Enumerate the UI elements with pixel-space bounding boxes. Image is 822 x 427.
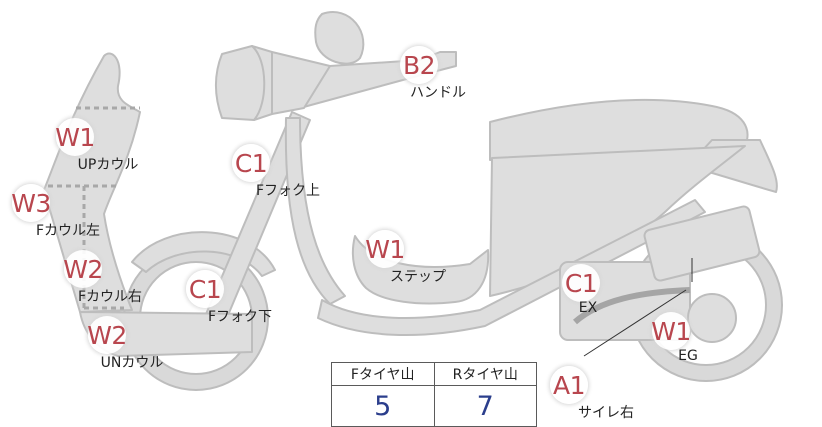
- a1-leader-line: [583, 258, 693, 357]
- label-f-cowl-left: Fカウル左: [35, 223, 101, 239]
- label-step: ステップ: [390, 269, 446, 285]
- exhaust-pipe: [573, 287, 691, 325]
- label-handle: ハンドル: [410, 85, 466, 101]
- badge-w2: W2: [87, 316, 127, 354]
- label-side-right: サイレ右: [578, 405, 634, 421]
- scooter-illustration: [43, 11, 783, 391]
- badge-a1: A1: [550, 366, 588, 404]
- label-ex: EX: [578, 300, 598, 316]
- badge-w2: W2: [63, 250, 103, 288]
- rear-shock: [643, 205, 761, 282]
- rear-axle: [687, 293, 737, 343]
- header-front-tire: Fタイヤ山: [331, 362, 435, 386]
- label-eg: EG: [678, 348, 698, 364]
- headlight-cowl: [271, 51, 331, 115]
- cowl-panel-lines: [48, 106, 140, 310]
- step-board: [351, 235, 490, 305]
- badge-w1: W1: [55, 118, 95, 156]
- label-un-cowl: UNカウル: [100, 355, 164, 371]
- badge-c1: C1: [232, 144, 270, 182]
- value-rear-tire: 7: [433, 385, 537, 427]
- headlight: [215, 45, 266, 121]
- label-f-cowl-right: Fカウル右: [77, 289, 143, 305]
- badge-w1: W1: [651, 312, 691, 350]
- header-rear-tire: Rタイヤ山: [433, 362, 537, 386]
- badge-b2: B2: [400, 46, 438, 84]
- label-up-cowl: UPカウル: [77, 157, 139, 173]
- badge-c1: C1: [186, 270, 224, 308]
- badge-w1: W1: [365, 230, 405, 268]
- front-cowl: [43, 52, 141, 313]
- label-fork-upper: Fフォク上: [255, 183, 321, 199]
- badge-c1: C1: [562, 264, 600, 302]
- table-header-row: Fタイヤ山 Rタイヤ山: [331, 362, 537, 386]
- value-front-tire: 5: [331, 385, 435, 427]
- label-fork-lower: Fフォク下: [207, 309, 273, 325]
- table-value-row: 5 7: [331, 385, 537, 427]
- frame-tube: [284, 117, 346, 305]
- tire-tread-table: Fタイヤ山 Rタイヤ山 5 7: [331, 362, 537, 427]
- badge-w3: W3: [11, 184, 51, 222]
- mirror: [314, 11, 365, 65]
